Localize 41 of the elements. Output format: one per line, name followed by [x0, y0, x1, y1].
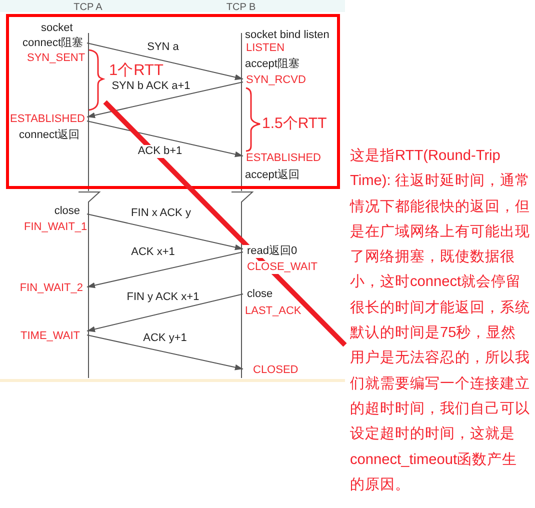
arrow: [86, 82, 244, 118]
edge-label: FIN y ACK x+1: [126, 291, 200, 304]
event-label: connect返回: [19, 129, 80, 142]
edge-label: SYN a: [147, 41, 179, 54]
edge-label: SYN b ACK a+1: [112, 80, 190, 93]
note-text: 这是指RTT(Round-Trip Time): 往返时延时间，通常情况下都能很快的返回，但是在广域网络上有可能出现了网络拥塞，既使数据很小，这时connect就会停留很长的时间才能返回，系统默认的时间是75秒，显然用户是无法容忍的，所以我们就需要编写一个连接建立的超时时间，我们自己可以设定超时的时间，这就是connect_timeout函数产生的原因。: [345, 144, 530, 498]
edge-label: FIN x ACK y: [131, 207, 191, 220]
event-label: accept返回: [245, 169, 300, 182]
state-label: LISTEN: [246, 42, 285, 55]
leader-line: [103, 100, 347, 347]
edge-label: ACK b+1: [138, 145, 182, 158]
rtt-label: 1.5个RTT: [262, 115, 327, 133]
state-label: FIN_WAIT_2: [20, 282, 87, 295]
arrow: [86, 294, 244, 332]
event-label: accept阻塞: [245, 58, 300, 71]
state-label: SYN_RCVD: [243, 74, 306, 87]
arrow: [86, 214, 244, 250]
event-label: close: [243, 288, 273, 301]
state-label: CLOSE_WAIT: [247, 261, 318, 274]
arrow: [86, 120, 244, 158]
event-label: close: [54, 205, 87, 218]
curly-bracket: [88, 49, 105, 111]
state-label: LAST_ACK: [245, 305, 302, 318]
event-label: read返回0: [243, 245, 298, 258]
event-label: socket bind listen: [245, 29, 330, 42]
state-label: TIME_WAIT: [20, 330, 87, 343]
edge-label: ACK x+1: [131, 246, 175, 259]
arrow: [86, 334, 244, 370]
state-label: CLOSED: [243, 364, 298, 377]
state-label: FIN_WAIT_1: [24, 221, 88, 234]
state-label: ESTABLISHED: [243, 152, 321, 165]
event-label: socket: [41, 22, 73, 35]
rtt-label: 1个RTT: [109, 62, 164, 79]
event-label: connect阻塞: [22, 37, 87, 50]
lifeline-header: TCP B: [226, 1, 256, 14]
edge-label: ACK y+1: [143, 332, 187, 345]
arrow: [86, 252, 244, 288]
arrow: [86, 42, 244, 80]
state-label: ESTABLISHED: [10, 113, 87, 126]
lifeline-header: TCP A: [74, 1, 102, 14]
state-label: SYN_SENT: [27, 52, 86, 65]
